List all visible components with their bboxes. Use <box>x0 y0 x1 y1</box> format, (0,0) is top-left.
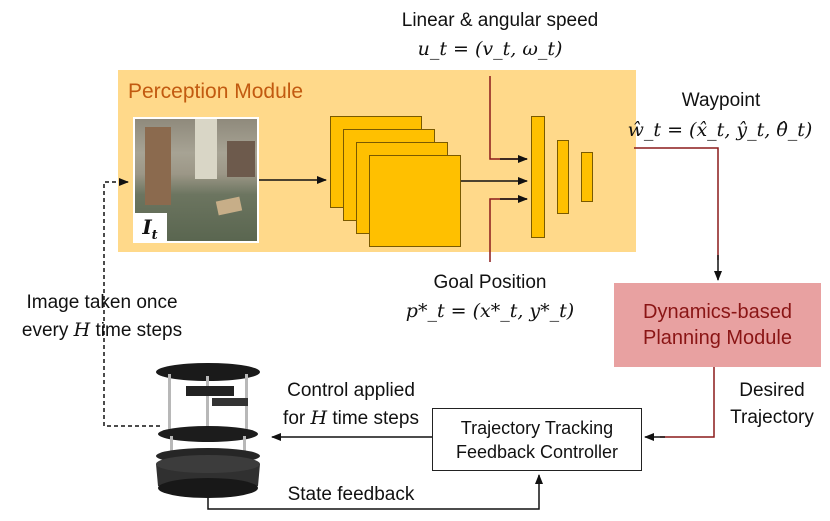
image-note-line2: every H time steps <box>21 319 183 341</box>
image-symbol: It <box>133 213 167 243</box>
dynamics-line2: Planning Module <box>643 327 792 349</box>
control-label-line2: for H time steps <box>283 407 419 429</box>
waypoint-label: Waypoint <box>681 90 761 111</box>
desired-trajectory-line <box>660 367 715 438</box>
image-shelf <box>227 141 255 177</box>
feature-map-4 <box>369 155 461 247</box>
dynamics-line1: Dynamics-based <box>643 301 792 323</box>
tracker-line2: Feedback Controller <box>455 441 619 462</box>
perception-module-title: Perception Module <box>128 80 304 103</box>
control-label-line1: Control applied <box>287 380 415 401</box>
fc-layer-3 <box>581 152 593 202</box>
image-corridor <box>195 119 217 179</box>
speed-input-line <box>489 76 527 160</box>
dynamics-planning-module: Dynamics-based Planning Module <box>614 283 821 367</box>
state-feedback-label: State feedback <box>287 484 415 505</box>
trajectory-tracking-controller: Trajectory Tracking Feedback Controller <box>432 408 642 471</box>
speed-label: Linear & angular speed <box>401 10 599 31</box>
fc-layer-1 <box>531 116 545 238</box>
tracker-line1: Trajectory Tracking <box>460 417 614 438</box>
desired-label-line2: Trajectory <box>730 407 814 428</box>
image-note-line1: Image taken once <box>26 292 178 313</box>
image-capture-dashed-line <box>103 178 160 427</box>
desired-label-line1: Desired <box>739 380 805 401</box>
fc-layer-2 <box>557 140 569 214</box>
goal-input-line <box>489 198 527 262</box>
goal-label: Goal Position <box>433 272 547 293</box>
image-door <box>145 127 171 205</box>
robot-image <box>156 363 260 498</box>
waypoint-formula: ŵ_t = (x̂_t, ŷ_t, θ̂_t) <box>627 119 813 141</box>
waypoint-output-line <box>634 147 719 260</box>
state-feedback-line <box>207 474 543 510</box>
goal-formula: p*_t = (x*_t, y*_t) <box>405 300 575 322</box>
speed-formula: u_t = (v_t, ω_t) <box>417 38 563 60</box>
